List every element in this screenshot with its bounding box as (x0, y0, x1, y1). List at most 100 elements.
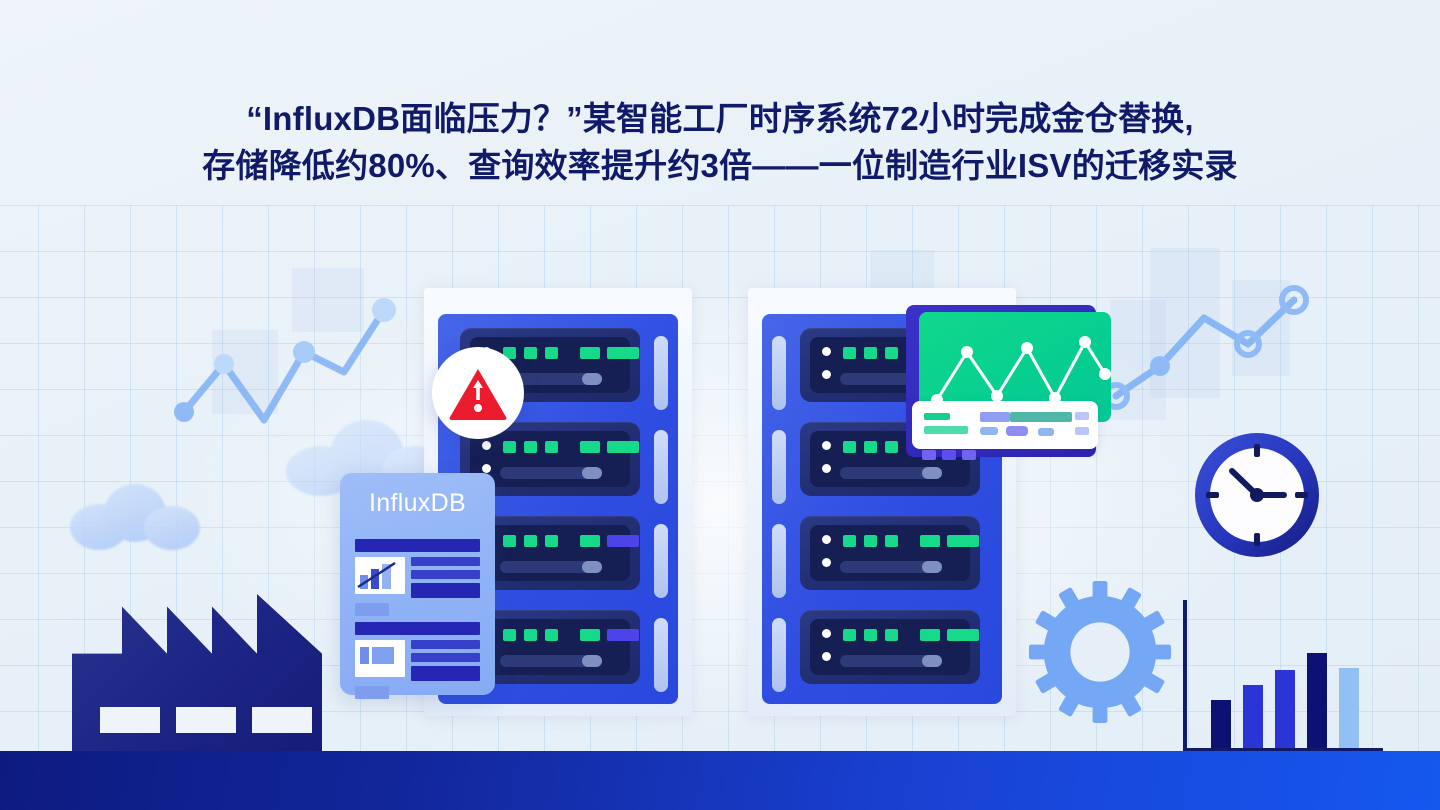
status-dot (822, 652, 831, 661)
led-indicator (503, 535, 516, 547)
gear-icon (1028, 580, 1172, 724)
stat-bar (1075, 427, 1089, 435)
title-line-2: 存储降低约80%、查询效率提升约3倍——一位制造行业ISV的迁移实录 (202, 146, 1238, 184)
content-pill (355, 686, 389, 699)
led-indicator (545, 441, 558, 453)
stat-bar (1010, 412, 1072, 422)
load-bar-knob (582, 561, 602, 573)
led-indicator (580, 347, 600, 359)
content-line (355, 539, 480, 552)
layout-thumbnail (355, 640, 405, 677)
status-dot (482, 464, 491, 473)
led-indicator (503, 629, 516, 641)
server-unit-face (810, 619, 979, 675)
led-indicator (920, 535, 940, 547)
content-lines (411, 557, 480, 598)
status-dot (822, 347, 831, 356)
load-bar (500, 467, 602, 479)
led-indicator (864, 629, 877, 641)
right-trend-line-chart (1100, 278, 1320, 418)
monitor-stats-panel (912, 401, 1098, 449)
rack-side-indicator (654, 430, 668, 504)
load-bar (500, 561, 602, 573)
rack-side-indicator (772, 336, 786, 410)
factory-silhouette (72, 594, 322, 751)
chart-thumbnail (355, 557, 405, 594)
status-dot (822, 535, 831, 544)
content-line (411, 570, 480, 579)
led-indicator (885, 629, 898, 641)
content-line (411, 666, 480, 681)
led-indicator (524, 535, 537, 547)
led-indicator (885, 441, 898, 453)
led-indicator (843, 535, 856, 547)
load-bar-knob (922, 561, 942, 573)
led-indicator (920, 629, 940, 641)
wall-clock (1192, 430, 1322, 560)
chart-bar (1243, 685, 1263, 748)
cloud-shape (70, 480, 200, 550)
led-indicator (607, 629, 639, 641)
content-pill (355, 603, 389, 616)
led-indicator (843, 347, 856, 359)
stat-bar (1075, 412, 1089, 420)
server-unit-face (470, 619, 639, 675)
led-indicator (947, 629, 979, 641)
clock-icon (1195, 433, 1319, 557)
led-indicator (947, 535, 979, 547)
stat-bar (980, 412, 1010, 422)
load-bar-knob (922, 655, 942, 667)
content-row (355, 640, 480, 681)
warning-alert-badge (432, 347, 524, 439)
bottom-color-band (0, 751, 1440, 810)
chart-bar (1275, 670, 1295, 748)
monitor-indicator (942, 450, 956, 460)
warning-triangle-icon (449, 369, 507, 420)
led-indicator (545, 629, 558, 641)
stat-bar (1038, 428, 1054, 436)
led-indicator (580, 441, 600, 453)
led-indicator (607, 441, 639, 453)
led-indicator (607, 535, 639, 547)
stat-bar (1006, 426, 1028, 436)
load-bar-knob (582, 373, 602, 385)
content-line (411, 583, 480, 598)
status-dot (822, 441, 831, 450)
rack-side-indicator (654, 336, 668, 410)
rack-side-indicator (772, 430, 786, 504)
monitor-screen-line-chart (931, 336, 1111, 406)
content-line (411, 653, 480, 662)
content-row (355, 557, 480, 598)
rack-side-indicator (772, 618, 786, 692)
influxdb-card: InfluxDB (340, 473, 495, 699)
load-bar (500, 655, 602, 667)
led-indicator (864, 347, 877, 359)
rack-side-indicator (772, 524, 786, 598)
led-indicator (580, 535, 600, 547)
content-lines (411, 640, 480, 681)
server-unit-face (810, 525, 979, 581)
led-indicator (843, 441, 856, 453)
server-unit-face (470, 525, 639, 581)
load-bar (840, 655, 942, 667)
influxdb-card-content (355, 539, 480, 699)
influxdb-label: InfluxDB (369, 489, 466, 517)
led-indicator (503, 441, 516, 453)
factory-window (100, 707, 160, 733)
performance-bar-chart (1183, 600, 1383, 752)
monitor-indicator (922, 450, 936, 460)
settings-gear (1026, 578, 1174, 726)
status-dot (822, 629, 831, 638)
chart-y-axis (1183, 600, 1187, 752)
led-indicator (607, 347, 639, 359)
chart-x-axis (1183, 748, 1383, 752)
led-indicator (545, 535, 558, 547)
led-indicator (885, 347, 898, 359)
content-line (411, 640, 480, 649)
led-indicator (864, 441, 877, 453)
factory-window (176, 707, 236, 733)
load-bar-knob (922, 467, 942, 479)
content-line (355, 622, 480, 635)
stat-bar (924, 413, 950, 420)
